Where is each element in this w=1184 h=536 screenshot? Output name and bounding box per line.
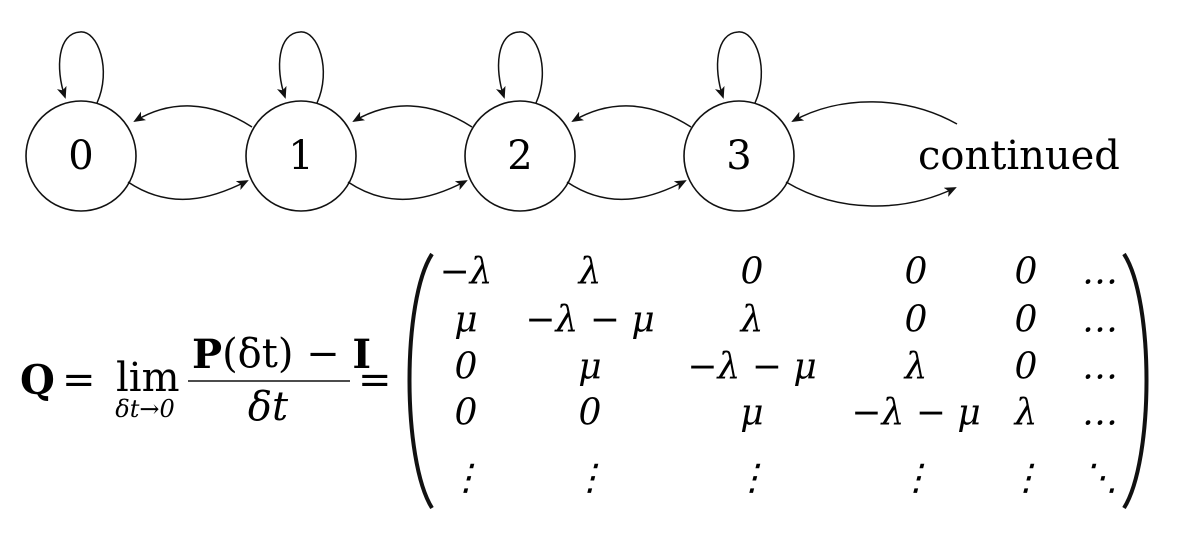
state-label-0: 0 bbox=[68, 133, 93, 179]
numerator-arg: (δt) − bbox=[222, 331, 352, 377]
matrix-cell-r0-c1: λ bbox=[577, 252, 602, 293]
state-node-2: 2 bbox=[464, 100, 576, 212]
generator-matrix: −λ λ 0 0 0 … μ −λ − μ λ 0 0 … 0 μ −λ − μ λ 0 … 0 0 μ −λ − μ λ …… bbox=[440, 252, 1118, 499]
continuation-label: continued bbox=[918, 133, 1120, 179]
matrix-cell-r3-c5: … bbox=[1082, 393, 1118, 434]
generator-equation: Q = lim δt→0 P(δt) − I δt = −λ λ 0 0 0 … μ −λ −… bbox=[20, 252, 1149, 510]
state-label-1: 1 bbox=[288, 133, 313, 179]
matrix-cell-r2-c3: λ bbox=[903, 347, 928, 388]
q-symbol: Q bbox=[20, 357, 55, 404]
numerator-i: I bbox=[352, 331, 371, 378]
matrix-cell-r3-c3: −λ − μ bbox=[851, 393, 980, 434]
fraction-numerator: P(δt) − I bbox=[192, 331, 371, 378]
lim-operator: lim bbox=[116, 355, 180, 401]
matrix-cell-r0-c0: −λ bbox=[440, 252, 493, 293]
matrix-cell-r3-c4: λ bbox=[1013, 393, 1038, 434]
matrix-cell-r1-c2: λ bbox=[739, 300, 764, 341]
matrix-cell-r2-c5: … bbox=[1082, 347, 1118, 388]
matrix-cell-r2-c0: 0 bbox=[455, 347, 478, 388]
matrix-cell-r0-c4: 0 bbox=[1015, 252, 1038, 293]
matrix-cell-r1-c3: 0 bbox=[905, 300, 928, 341]
matrix-cell-r4-c1: ⋮ bbox=[572, 458, 608, 499]
matrix-cell-r3-c2: μ bbox=[740, 393, 763, 434]
matrix-cell-r0-c2: 0 bbox=[741, 252, 764, 293]
matrix-cell-r2-c1: μ bbox=[578, 347, 601, 388]
matrix-cell-r4-c5: ⋱ bbox=[1082, 458, 1118, 499]
arrow-3-to-continued bbox=[785, 181, 957, 207]
matrix-cell-r3-c0: 0 bbox=[455, 393, 478, 434]
matrix-left-paren bbox=[407, 252, 434, 510]
matrix-right-paren bbox=[1122, 252, 1149, 510]
self-loop-3 bbox=[715, 31, 763, 104]
state-label-3: 3 bbox=[726, 133, 751, 179]
arrow-1-to-2 bbox=[347, 180, 468, 201]
matrix-cell-r1-c5: … bbox=[1082, 300, 1118, 341]
arrow-2-to-1 bbox=[352, 105, 473, 128]
matrix-cell-r4-c0: ⋮ bbox=[448, 458, 484, 499]
matrix-cell-r3-c1: 0 bbox=[579, 393, 602, 434]
fraction-denominator: δt bbox=[248, 384, 289, 430]
matrix-cell-r0-c3: 0 bbox=[905, 252, 928, 293]
equals-sign-1: = bbox=[62, 357, 96, 403]
self-loop-2 bbox=[496, 31, 544, 104]
lim-subscript: δt→0 bbox=[115, 395, 174, 423]
arrow-1-to-0 bbox=[133, 105, 253, 128]
state-label-2: 2 bbox=[507, 133, 532, 179]
state-node-3: 3 bbox=[683, 100, 795, 212]
self-loop-1 bbox=[277, 31, 325, 104]
self-loop-0 bbox=[57, 31, 105, 104]
matrix-cell-r4-c4: ⋮ bbox=[1008, 458, 1044, 499]
matrix-cell-r4-c2: ⋮ bbox=[734, 458, 770, 499]
arrow-2-to-3 bbox=[566, 180, 687, 201]
matrix-cell-r1-c1: −λ − μ bbox=[525, 300, 654, 341]
matrix-cell-r2-c2: −λ − μ bbox=[687, 347, 816, 388]
matrix-cell-r1-c0: μ bbox=[454, 300, 477, 341]
equals-sign-2: = bbox=[358, 357, 392, 403]
arrow-3-to-2 bbox=[571, 105, 692, 128]
matrix-cell-r4-c3: ⋮ bbox=[898, 458, 934, 499]
state-node-1: 1 bbox=[245, 100, 357, 212]
state-node-0: 0 bbox=[25, 100, 137, 212]
arrow-continued-to-3 bbox=[791, 101, 958, 125]
arrow-0-to-1 bbox=[127, 180, 249, 201]
matrix-cell-r1-c4: 0 bbox=[1015, 300, 1038, 341]
numerator-p: P bbox=[192, 331, 222, 378]
matrix-cell-r2-c4: 0 bbox=[1015, 347, 1038, 388]
matrix-cell-r0-c5: … bbox=[1082, 252, 1118, 293]
